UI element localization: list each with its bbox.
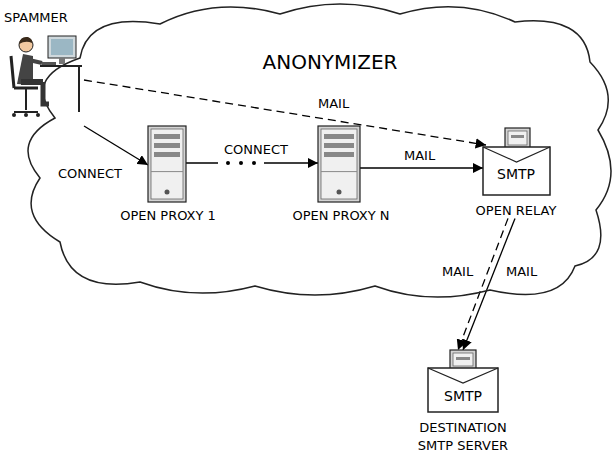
- edge-label: MAIL: [504, 264, 539, 280]
- node-label: OPEN RELAY: [460, 203, 572, 219]
- monitor-screen: [51, 39, 73, 55]
- panel-line: [151, 171, 183, 172]
- connector: [84, 126, 148, 165]
- edge-label-holder: MAIL: [402, 148, 437, 164]
- drive-slot: [154, 134, 180, 139]
- node-label: SPAMMER: [4, 10, 84, 26]
- chair-pole: [25, 88, 27, 110]
- drive-slot: [324, 152, 354, 157]
- monitor-stand: [59, 58, 65, 64]
- connector: [360, 167, 483, 168]
- node-label: ANONYMIZER: [250, 50, 410, 74]
- shape-group: [148, 126, 186, 202]
- edge-label-holder: MAIL: [440, 264, 475, 280]
- server-case: [148, 126, 186, 202]
- server-front: [453, 353, 473, 366]
- ellipsis-dot: [239, 161, 243, 165]
- server-case: [505, 128, 530, 148]
- power-button: [165, 190, 170, 195]
- icon-label: SMTP: [460, 166, 572, 183]
- dashed-connector: [458, 218, 508, 350]
- chair-wheel: [36, 113, 40, 117]
- server-front: [151, 129, 183, 199]
- edge-label: MAIL: [440, 264, 475, 280]
- drive-slot: [324, 143, 354, 148]
- ellipsis-dot: [226, 161, 230, 165]
- thigh: [21, 79, 43, 85]
- node-label: OPEN PROXY N: [282, 208, 400, 224]
- envelope-flap: [428, 368, 498, 383]
- shape-group: [483, 128, 550, 195]
- connector: [186, 162, 318, 163]
- edge-label-holder: CONNECT: [222, 142, 290, 158]
- drive-slot: [154, 143, 180, 148]
- open-proxy: OPEN PROXY N: [282, 126, 400, 224]
- server-front: [508, 131, 527, 145]
- keyboard: [42, 62, 56, 65]
- edge-label: CONNECT: [222, 142, 290, 158]
- edge-label: MAIL: [316, 96, 351, 112]
- power-button: [337, 190, 342, 195]
- drive-slot: [324, 134, 354, 139]
- destination-server: SMTP DESTINATION SMTP SERVER: [403, 348, 523, 455]
- server-front: [321, 129, 357, 199]
- edge-label-holder: MAIL: [316, 96, 351, 112]
- edge-label-holder: CONNECT: [56, 166, 124, 182]
- envelope-flap: [483, 147, 550, 162]
- shape-group: [11, 36, 82, 117]
- arm: [29, 60, 42, 63]
- node-label: DESTINATION SMTP SERVER: [403, 419, 523, 455]
- edge-label: MAIL: [402, 148, 437, 164]
- open-proxy: OPEN PROXY 1: [108, 126, 228, 224]
- anonymizer-cloud: ANONYMIZER OPEN PROXY 1 OPEN PROXY N SMTP OP…: [0, 0, 613, 300]
- desk-leg: [78, 66, 80, 112]
- ellipsis-dot: [252, 161, 256, 165]
- open-relay: SMTP OPEN RELAY: [460, 126, 572, 218]
- connector: [463, 218, 515, 350]
- spammer-figure-shape: [2, 8, 84, 126]
- monitor: [48, 36, 76, 58]
- chair-base: [14, 111, 38, 113]
- drive-slot: [456, 357, 470, 360]
- dashed-connector: [84, 80, 486, 145]
- cloud-outline: [28, 4, 611, 297]
- drive-slot: [154, 152, 180, 157]
- server-case: [318, 126, 360, 202]
- spammer-figure: SPAMMER: [2, 8, 84, 126]
- chair-wheel: [24, 113, 28, 117]
- node-label: OPEN PROXY 1: [108, 208, 228, 224]
- ellipsis-dots: [226, 161, 256, 165]
- chair-wheel: [12, 113, 16, 117]
- server-case: [450, 350, 476, 369]
- panel-line: [321, 171, 357, 172]
- shin: [43, 82, 49, 104]
- edge-label-holder: MAIL: [504, 264, 539, 280]
- hair: [19, 37, 32, 44]
- drive-slot: [511, 135, 524, 138]
- desk: [40, 65, 82, 67]
- icon-label: SMTP: [403, 388, 523, 405]
- chair-back: [11, 56, 14, 88]
- shape-group: [318, 126, 360, 202]
- edge-label: CONNECT: [56, 166, 124, 182]
- shape-group: [28, 4, 611, 297]
